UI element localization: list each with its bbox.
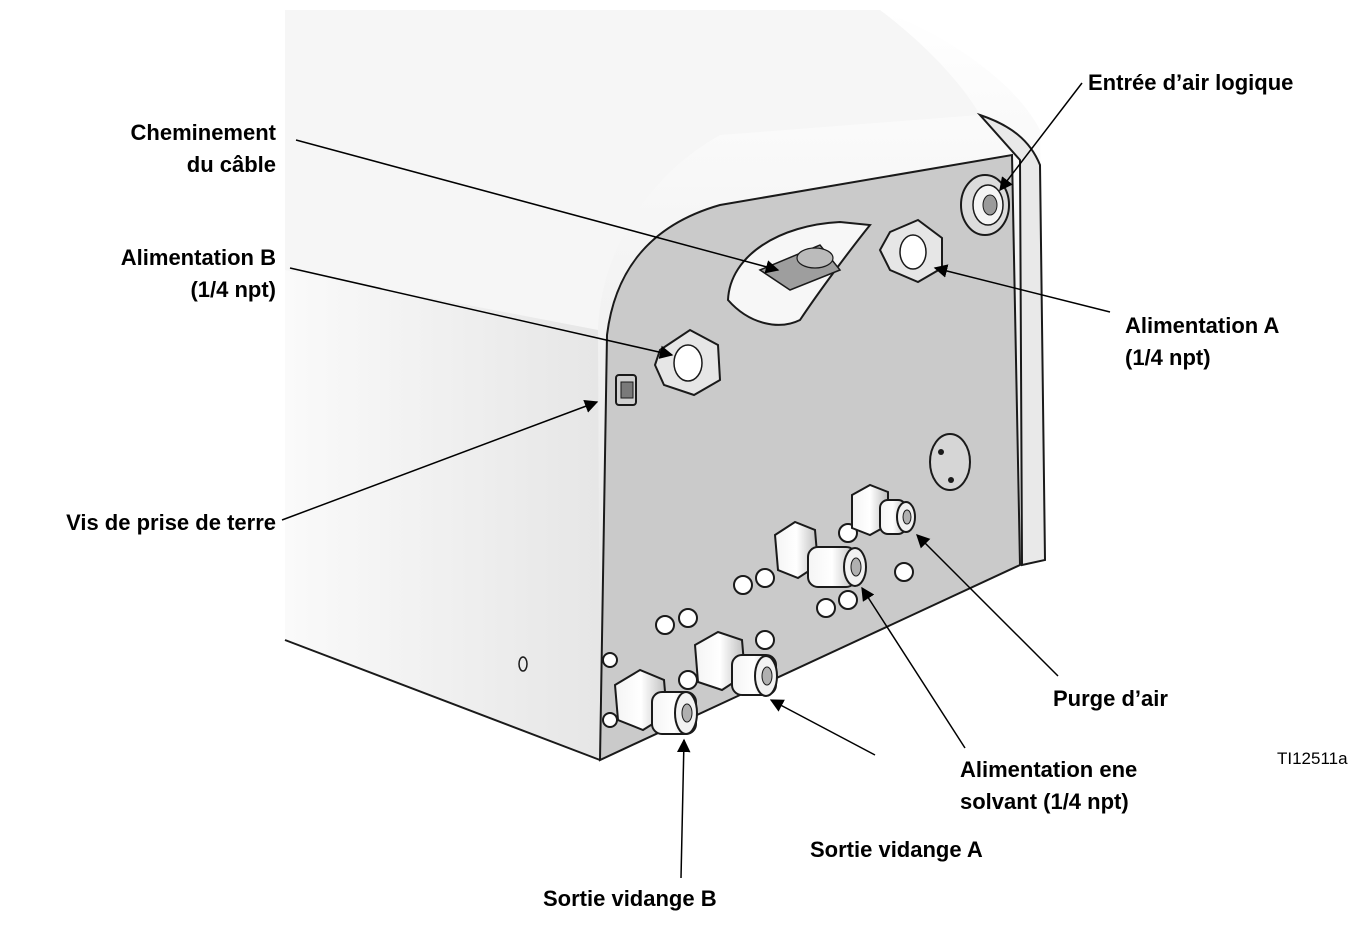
leader-feed-b [289,267,674,359]
label-drain-b: Sortie vidange B [543,886,717,911]
leader-drain-b [676,738,691,879]
label-drain-a: Sortie vidange A [810,837,983,862]
leader-feed-a [933,264,1111,313]
leader-solvent-feed [861,586,966,749]
drain-b-fitting [613,668,698,735]
label-solvent-feed: Alimentation ene [960,757,1137,782]
leader-air-purge [916,534,1059,677]
leader-lines [281,82,1111,879]
label-solvent-feed-2: solvant (1/4 npt) [960,789,1129,814]
leader-ground-screw [281,399,599,521]
label-cable-routing: Cheminement [131,120,277,145]
label-feed-a: Alimentation A [1125,313,1280,338]
figure-reference: TI12511a [1277,749,1348,768]
drain-a-fitting [693,630,778,697]
ground-screw [615,374,637,406]
logic-air-inlet-fitting [960,174,1010,236]
label-ground-screw: Vis de prise de terre [66,510,276,535]
label-air-purge: Purge d’air [1053,686,1168,711]
solvent-feed-fitting [773,520,867,588]
leader-logic-air-inlet [999,82,1083,192]
leader-cable-routing [295,139,780,274]
label-feed-b-2: (1/4 npt) [190,277,276,302]
label-logic-air-inlet: Entrée d’air logique [1088,70,1293,95]
rear-panel [598,153,1022,762]
leader-drain-a [769,699,876,756]
feed-a-fitting [878,218,943,284]
panel-plug [929,433,971,491]
label-feed-b: Alimentation B [121,245,276,270]
label-cable-routing-2: du câble [187,152,276,177]
label-feed-a-2: (1/4 npt) [1125,345,1211,370]
air-purge-fitting [851,483,916,537]
cable-routing-port [726,220,872,326]
panel-bolts [602,523,914,728]
